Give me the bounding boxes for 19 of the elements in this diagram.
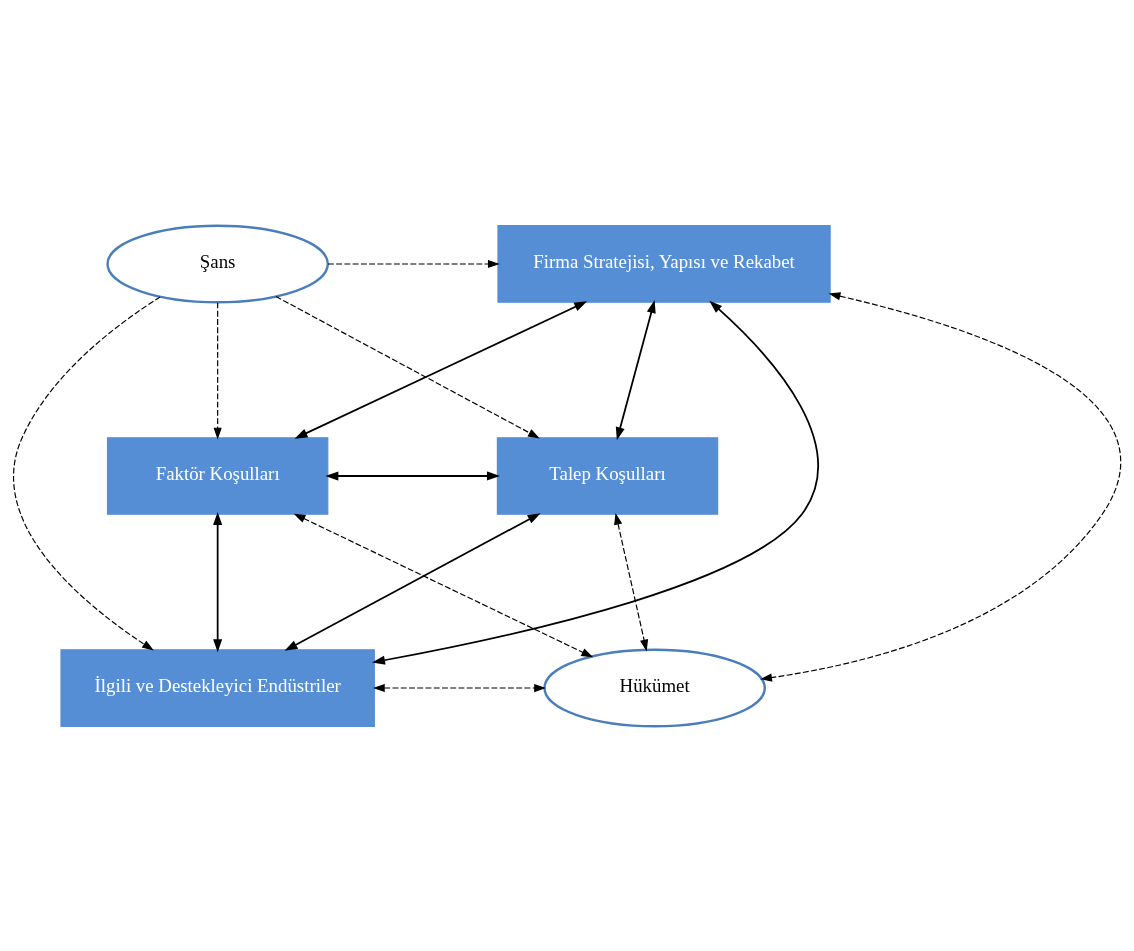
- arrow: [213, 511, 223, 652]
- arrow: [213, 301, 222, 439]
- arrow: [614, 512, 649, 651]
- arrow: [372, 683, 546, 692]
- arrow: [760, 291, 1122, 682]
- arrow: [284, 512, 541, 651]
- node-box: Talep Koşulları: [496, 436, 719, 515]
- arrow: [372, 300, 819, 665]
- arrow: [12, 295, 161, 651]
- arrow: [325, 470, 500, 481]
- arrow: [327, 259, 500, 268]
- node-box: Firma Stratejisi, Yapısı ve Rekabet: [497, 224, 831, 303]
- node-ellipse: Şans: [106, 224, 329, 303]
- arrow: [294, 300, 588, 439]
- arrow: [275, 295, 540, 438]
- arrow: [293, 513, 594, 657]
- node-box: İlgili ve Destekleyici Endüstriler: [60, 648, 375, 727]
- arrow: [615, 299, 656, 440]
- node-box: Faktör Koşulları: [106, 436, 329, 515]
